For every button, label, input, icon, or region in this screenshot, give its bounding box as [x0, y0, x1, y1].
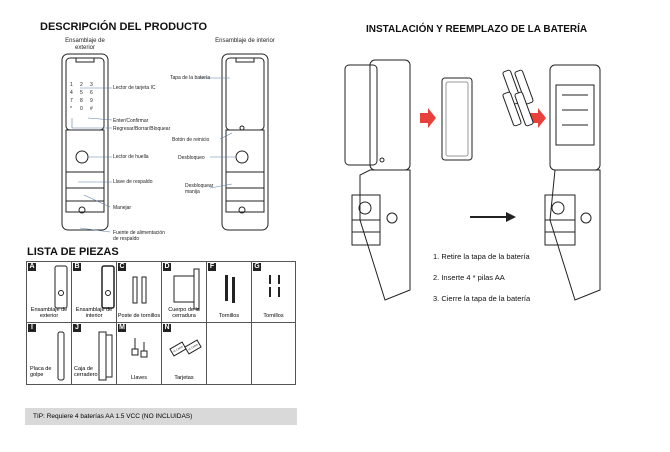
part-c: C Poste de tornillos — [116, 261, 162, 323]
battery-cover-drawing — [441, 77, 473, 161]
key: 1 — [70, 82, 73, 88]
part-label: Tarjetas — [174, 375, 194, 381]
red-arrow-icon — [530, 108, 546, 128]
part-letter: D — [163, 263, 171, 271]
empty-cell — [251, 322, 296, 385]
strike-box-image — [98, 331, 113, 381]
part-f: F Tornillos — [206, 261, 252, 323]
short-screws-image — [269, 275, 280, 297]
callout-lines — [71, 77, 236, 233]
part-letter: N — [163, 324, 171, 332]
lock-body-image — [173, 268, 200, 310]
key: 9 — [90, 98, 93, 104]
card-text: IC CARD — [172, 345, 183, 354]
ic-card: IC CARD — [169, 341, 187, 357]
key: 2 — [80, 82, 83, 88]
part-b: B Ensamblaje de interior — [71, 261, 117, 323]
product-description-title: DESCRIPCIÓN DEL PRODUCTO — [40, 21, 208, 33]
label-unlock-handle: Desbloquear manija — [185, 183, 214, 195]
part-i: I Placa de golpe — [26, 322, 72, 385]
battery-diagram — [344, 59, 601, 301]
part-label: Tornillos — [263, 313, 284, 319]
long-screws-image — [225, 275, 235, 303]
part-label: Caja de cerradero — [74, 366, 98, 378]
black-arrow-icon — [470, 212, 516, 222]
part-letter: G — [253, 263, 261, 271]
parts-grid: A Ensamblaje de exterior B Ensamblaje de… — [26, 261, 296, 385]
label-backup-power: Fuente de alimentación de respaldo — [113, 230, 165, 242]
ic-card: IC CARD — [184, 339, 202, 355]
part-d: D Cuerpo de la cerradura — [161, 261, 207, 323]
lock-open-drawing — [544, 64, 601, 301]
exterior-lock-drawing — [61, 53, 109, 231]
cards-image: IC CARD IC CARD — [169, 339, 202, 357]
key: 3 — [90, 82, 93, 88]
key: 5 — [80, 90, 83, 96]
step-1: 1. Retire la tapa de la batería — [433, 252, 530, 261]
label-back: Regresar/Borrar/Bloquear — [113, 126, 171, 132]
part-label: Poste de tornillos — [117, 313, 161, 319]
batteries-drawing — [502, 69, 534, 127]
label-backup-key: Llave de respaldo — [113, 179, 153, 185]
screw-posts-image — [132, 276, 147, 304]
exterior-title: Ensamblaje de exterior — [65, 38, 105, 51]
card-text: IC CARD — [187, 343, 198, 352]
label-handle: Manejar — [113, 205, 132, 211]
interior-lock-drawing — [221, 53, 269, 231]
part-n: N IC CARD IC CARD Tarjetas — [161, 322, 207, 385]
label-ic-reader: Lector de tarjeta IC — [113, 85, 156, 91]
keys-image — [131, 338, 148, 358]
strike-plate-image — [57, 331, 65, 381]
label-enter: Enter/Confirmar — [113, 118, 149, 124]
part-letter: B — [73, 263, 81, 271]
step-3: 3. Cierre la tapa de la batería — [433, 294, 531, 303]
lock-with-cover-drawing — [344, 59, 411, 301]
part-label: Cuerpo de la cerradura — [168, 307, 200, 319]
step-2: 2. Inserte 4 * pilas AA — [433, 273, 505, 282]
interior-title: Ensamblaje de interior — [215, 38, 275, 44]
key: 6 — [90, 90, 93, 96]
label-battery-cover: Tapa de la batería — [170, 75, 211, 81]
part-label: Placa de golpe — [30, 366, 52, 378]
part-a: A Ensamblaje de exterior — [26, 261, 72, 323]
part-label: Tornillos — [218, 313, 240, 319]
part-letter: M — [118, 324, 126, 332]
part-letter: C — [118, 263, 126, 271]
parts-list-title: LISTA DE PIEZAS — [27, 246, 119, 258]
part-letter: A — [28, 263, 36, 271]
part-g: G Tornillos — [251, 261, 296, 323]
part-m: M Llaves — [116, 322, 162, 385]
part-label: Llaves — [131, 375, 147, 381]
keypad: 1 2 3 4 5 6 7 8 9 * 0 # — [70, 82, 100, 112]
part-letter: J — [73, 324, 81, 332]
key: 8 — [80, 98, 83, 104]
key: * — [70, 106, 72, 112]
interior-assembly-image — [101, 265, 115, 309]
red-arrow-icon — [420, 108, 436, 128]
key: 0 — [80, 106, 83, 112]
key: 4 — [70, 90, 73, 96]
part-j: J Caja de cerradero — [71, 322, 117, 385]
part-letter: I — [28, 324, 36, 332]
key: 7 — [70, 98, 73, 104]
label-unlock: Desbloqueo — [178, 155, 205, 161]
exterior-assembly-image — [54, 265, 68, 309]
tip-bar: TIP: Requiere 4 baterías AA 1.5 VCC (NO … — [25, 408, 297, 425]
part-letter: F — [208, 263, 216, 271]
product-diagram — [61, 53, 269, 233]
part-label: Ensamblaje de exterior — [30, 307, 68, 319]
key: # — [90, 106, 93, 112]
battery-section-title: INSTALACIÓN Y REEMPLAZO DE LA BATERÍA — [366, 24, 588, 35]
part-label: Ensamblaje de interior — [75, 307, 113, 319]
label-reset-button: Botón de reinicio — [172, 137, 210, 143]
empty-cell — [206, 322, 252, 385]
label-fingerprint: Lector de huella — [113, 154, 149, 160]
